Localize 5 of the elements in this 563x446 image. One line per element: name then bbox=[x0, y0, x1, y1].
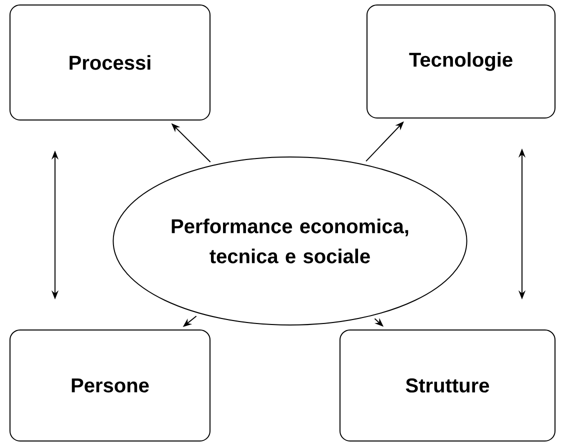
process-box: Tecnologie bbox=[366, 4, 556, 118]
process-box: Processi bbox=[10, 4, 210, 120]
ellipse-node: Performance economica, tecnica e sociale bbox=[112, 156, 468, 326]
process-box: Strutture bbox=[340, 329, 556, 442]
process-box: Persone bbox=[10, 329, 210, 442]
